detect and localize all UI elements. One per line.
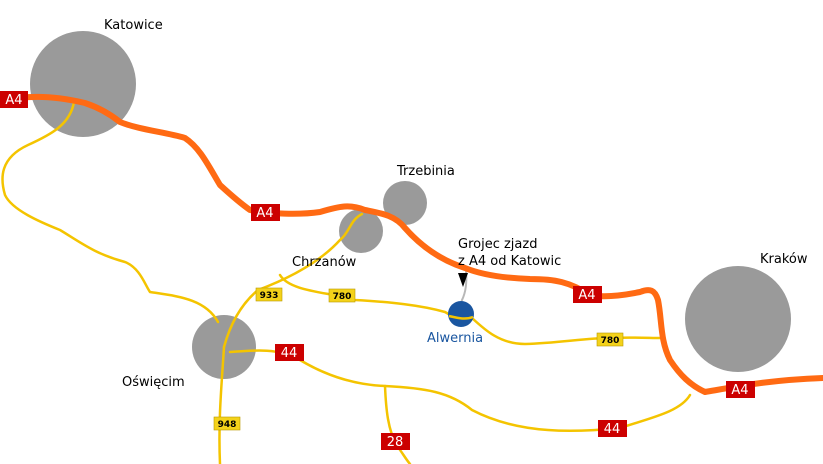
road-948-shield: 948 [213, 416, 241, 431]
label-grojec-exit-line1: Grojec zjazd [458, 237, 537, 252]
road-780-shield-east: 780 [596, 332, 624, 347]
city-katowice-circle [30, 31, 136, 137]
a4-shield-east: A4 [573, 286, 602, 303]
city-trzebinia-circle [383, 181, 427, 225]
alwernia-marker[interactable] [448, 301, 474, 327]
label-alwernia[interactable]: Alwernia [427, 331, 483, 346]
label-chrzanow: Chrzanów [292, 255, 357, 270]
road-28-shield: 28 [381, 433, 410, 450]
label-krakow: Kraków [760, 252, 808, 267]
road-44-shield-east: 44 [598, 420, 627, 437]
motorway-a4 [0, 93, 823, 395]
city-krakow-circle [685, 266, 791, 372]
road-44-shield-west: 44 [275, 344, 304, 361]
road-933 [222, 212, 364, 349]
svg-text:44: 44 [281, 346, 298, 361]
svg-text:780: 780 [601, 336, 620, 346]
label-trzebinia: Trzebinia [396, 164, 455, 179]
label-grojec-exit-line2: z A4 od Katowic [458, 254, 561, 269]
svg-text:A4: A4 [578, 288, 595, 303]
svg-text:A4: A4 [731, 383, 748, 398]
road-katowice-oswiecim [1, 100, 220, 324]
a4-shield-central: A4 [251, 204, 280, 221]
road-948 [218, 345, 226, 464]
city-chrzanow-circle [339, 209, 383, 253]
svg-text:780: 780 [333, 292, 352, 302]
svg-text:A4: A4 [5, 93, 22, 108]
exit-arrow-icon [458, 273, 468, 287]
svg-text:28: 28 [387, 435, 404, 450]
road-780-east [470, 316, 662, 346]
road-780-shield-west: 780 [328, 288, 356, 303]
svg-text:933: 933 [260, 291, 279, 301]
label-oswiecim: Oświęcim [122, 375, 185, 390]
svg-text:A4: A4 [256, 206, 273, 221]
alwernia-marker-road [448, 314, 474, 320]
road-933-shield: 933 [255, 287, 283, 302]
a4-shield-krakow: A4 [726, 381, 755, 398]
svg-text:948: 948 [218, 420, 237, 430]
svg-text:44: 44 [604, 422, 621, 437]
a4-shield-west: A4 [0, 91, 28, 108]
label-katowice: Katowice [104, 18, 163, 33]
